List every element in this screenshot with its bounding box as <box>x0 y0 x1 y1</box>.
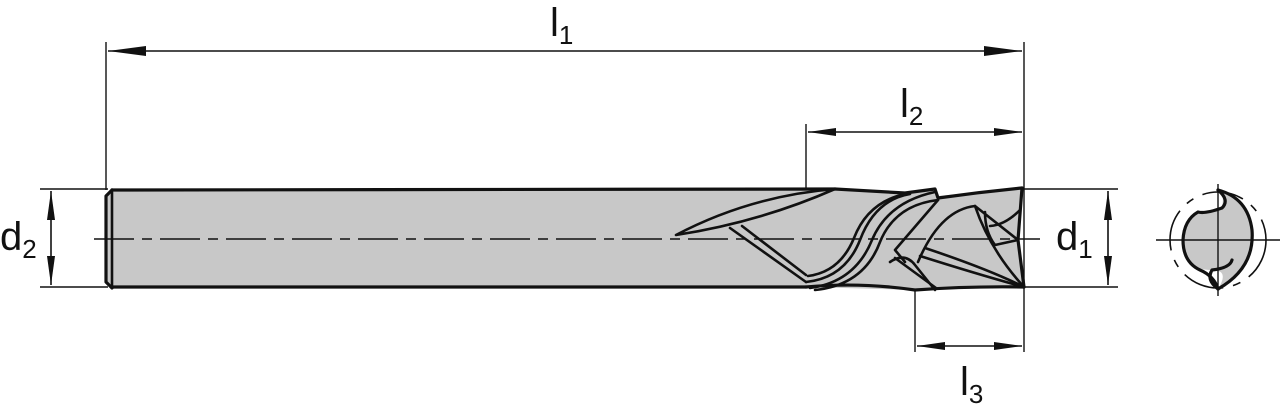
dimension-d2: d2 <box>0 191 55 285</box>
dimension-l2: l2 <box>808 82 1022 136</box>
dimension-l3: l3 <box>917 342 1022 409</box>
label-l3: l3 <box>960 360 983 409</box>
dimension-l1: l1 <box>108 1 1022 56</box>
label-d1: d1 <box>1056 215 1093 264</box>
extension-lines <box>40 42 1118 352</box>
label-l2: l2 <box>900 82 923 131</box>
dimension-d1: d1 <box>1056 191 1112 285</box>
end-view <box>1156 184 1280 296</box>
label-l1: l1 <box>550 1 573 50</box>
label-d2: d2 <box>0 215 37 264</box>
